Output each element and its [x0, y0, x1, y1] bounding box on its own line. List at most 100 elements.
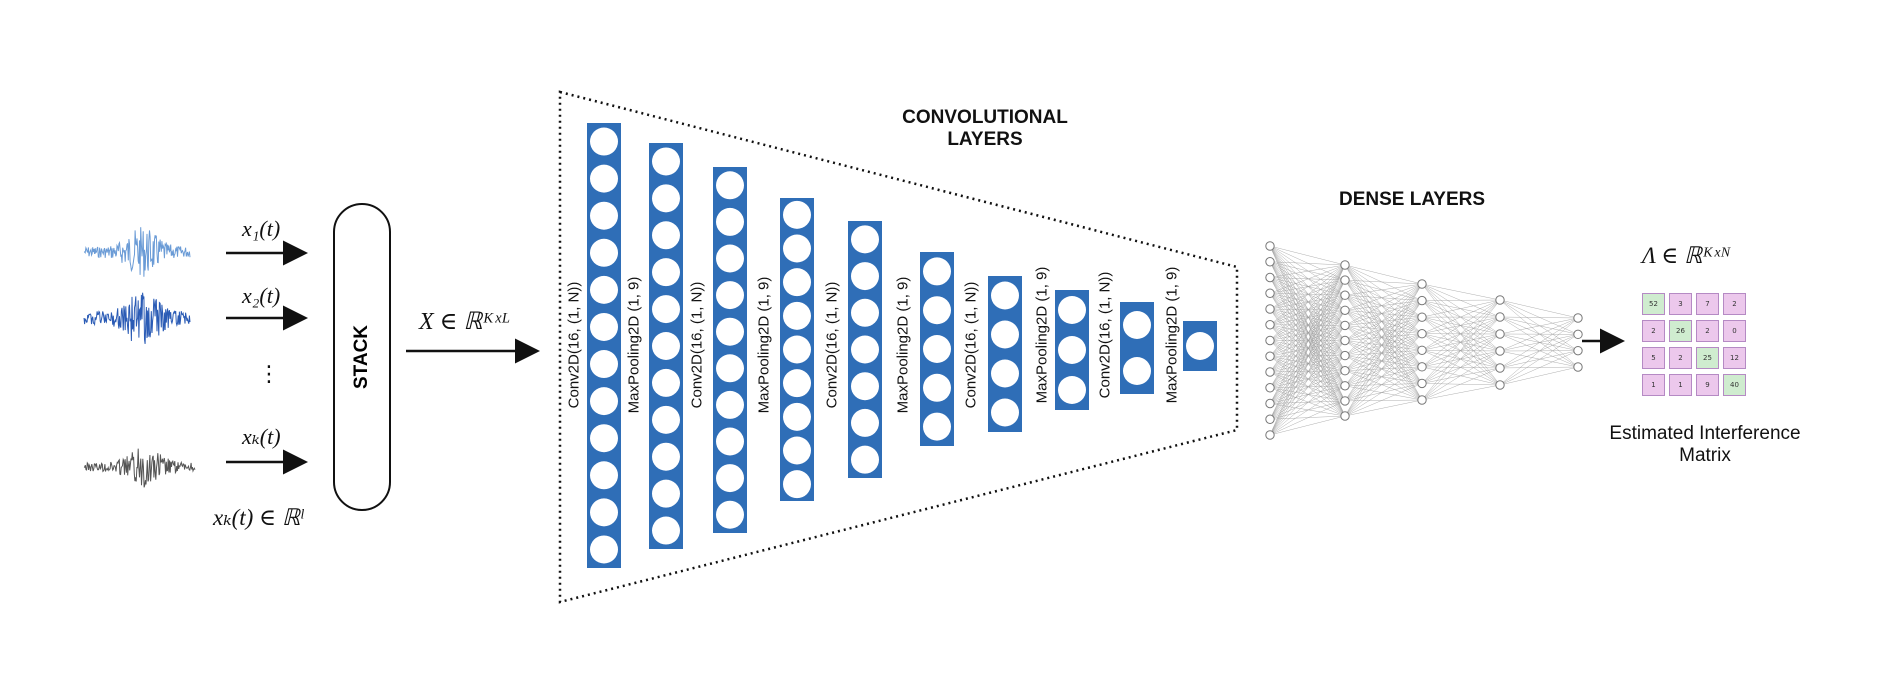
layer-label-8: MaxPooling2D (1, 9) [1033, 266, 1051, 404]
dense-connection [1344, 300, 1423, 326]
dense-connection [1344, 283, 1423, 371]
dense-connection [1344, 300, 1423, 386]
matrix-cell: 25 [1696, 347, 1719, 369]
matrix-cell: 2 [1642, 320, 1665, 342]
dense-connection [1269, 245, 1346, 326]
neuron-node [1058, 376, 1086, 404]
dense-connection [1344, 295, 1423, 351]
neuron-node [783, 200, 811, 229]
dense-connection [1269, 356, 1346, 371]
neuron-node [783, 301, 811, 330]
dense-connection [1499, 317, 1579, 352]
dense-connection [1421, 366, 1501, 386]
dense-connection [1421, 316, 1501, 369]
dense-connection [1269, 277, 1346, 281]
dense-neuron [1573, 329, 1583, 340]
dense-connection [1269, 324, 1346, 402]
neuron-node [923, 296, 951, 325]
dense-connection [1269, 280, 1346, 436]
dense-connection [1344, 350, 1423, 386]
dense-connection [1269, 264, 1346, 294]
dense-connection [1269, 279, 1346, 341]
layer-label-1: Conv2D(16, (1, N)) [565, 281, 583, 409]
neuron-node [716, 281, 744, 310]
waveform-signal-2 [83, 292, 191, 344]
dense-connection [1269, 308, 1346, 326]
neuron-node [652, 442, 680, 471]
dense-neuron [1340, 290, 1350, 300]
dense-connection [1269, 370, 1346, 436]
matrix-cell: 2 [1669, 347, 1692, 369]
dense-neuron [1417, 345, 1427, 355]
neuron-node [923, 373, 951, 402]
dense-network [1265, 241, 1583, 440]
dense-connection [1269, 340, 1346, 417]
dense-neuron [1265, 304, 1275, 314]
dense-connection [1269, 245, 1346, 296]
dense-connection [1269, 261, 1346, 311]
neuron-node [783, 369, 811, 398]
neuron-node [783, 268, 811, 297]
dense-connection [1269, 245, 1346, 311]
signal-domain-label: xₖ(t) ∈ ℝˡ [213, 505, 304, 530]
neuron-node [716, 464, 744, 493]
dense-connection [1421, 299, 1501, 368]
dense-connection [1344, 283, 1423, 296]
neuron-node [652, 516, 680, 545]
dense-connection [1344, 264, 1423, 301]
dense-connection [1269, 293, 1346, 296]
output-matrix-label: Λ ∈ ℝᴷˣᴺ [1642, 243, 1731, 268]
neuron-node [1186, 332, 1214, 360]
dense-connection [1269, 385, 1346, 404]
dense-connection [1344, 279, 1423, 351]
dense-connection [1269, 277, 1346, 356]
dense-connection [1269, 400, 1346, 404]
dense-connection [1269, 279, 1346, 325]
dense-neuron [1265, 257, 1275, 267]
neuron-node [851, 445, 879, 474]
dense-connection [1269, 310, 1346, 325]
dense-connection [1344, 316, 1423, 386]
dense-connection [1269, 340, 1346, 373]
neuron-node [923, 412, 951, 441]
dense-connection [1344, 283, 1423, 311]
dense-connection [1344, 333, 1423, 371]
dense-connection [1269, 293, 1346, 356]
neuron-node [991, 359, 1019, 388]
dense-connection [1344, 310, 1423, 334]
dense-connection [1269, 261, 1346, 281]
dense-neuron [1265, 320, 1275, 330]
dense-connection [1269, 415, 1346, 436]
dense-connection [1269, 277, 1346, 371]
dense-connection [1499, 333, 1579, 368]
dense-connection [1421, 299, 1501, 301]
dense-connection [1269, 371, 1346, 402]
matrix-cell: 1 [1669, 374, 1692, 396]
dense-connection [1344, 264, 1423, 285]
dense-connection [1269, 325, 1346, 388]
output-caption-line-2: Matrix [1679, 445, 1731, 466]
dense-connection [1269, 261, 1346, 356]
dense-connection [1269, 295, 1346, 325]
dense-connection [1344, 325, 1423, 351]
dense-connection [1344, 300, 1423, 341]
dense-connection [1269, 293, 1346, 311]
dense-connection [1269, 308, 1346, 417]
dense-connection [1421, 299, 1501, 401]
dense-connection [1269, 310, 1346, 436]
dense-connection [1269, 277, 1346, 402]
dense-connection [1344, 366, 1423, 417]
dense-connection [1269, 264, 1346, 388]
dense-connection [1269, 264, 1346, 373]
dense-connection [1269, 293, 1346, 326]
layer-label-4: MaxPooling2D (1, 9) [755, 276, 773, 414]
matrix-cell: 26 [1669, 320, 1692, 342]
neuron-node [783, 470, 811, 499]
dense-connection [1344, 340, 1423, 384]
dense-connection [1269, 400, 1346, 436]
neuron-node [783, 234, 811, 263]
dense-neuron [1340, 411, 1350, 421]
dense-neuron [1417, 295, 1427, 306]
dense-connection [1344, 385, 1423, 401]
